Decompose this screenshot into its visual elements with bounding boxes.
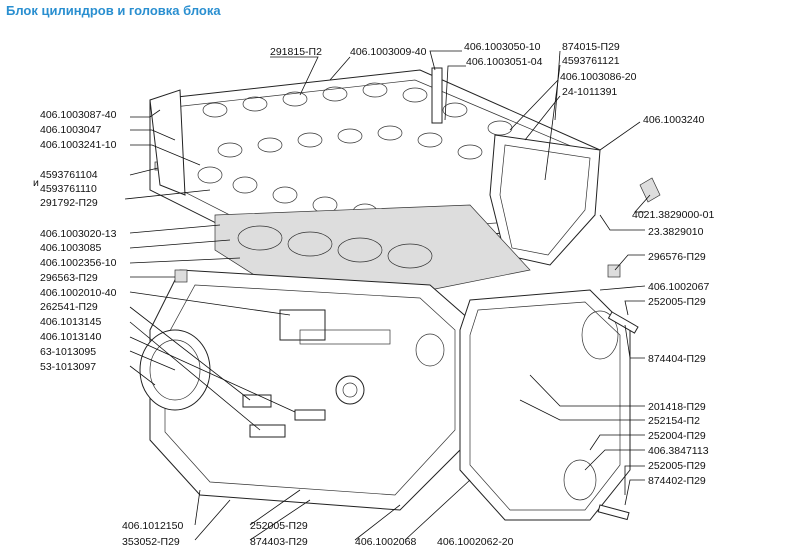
part-label: 291815-П2 <box>270 46 322 58</box>
part-label: 406.1002010-40 <box>40 287 117 299</box>
part-label: 4021.3829000-01 <box>632 209 714 221</box>
part-label: 406.3847113 <box>648 445 709 457</box>
part-label: 296576-П29 <box>648 251 706 263</box>
part-label: 406.1003009-40 <box>350 46 427 58</box>
part-label: 24-1011391 <box>562 86 617 98</box>
part-label: 4593761104 <box>40 169 98 181</box>
part-label: 406.1002356-10 <box>40 257 117 269</box>
part-label: и <box>33 177 39 189</box>
engine-illustration <box>139 67 661 521</box>
part-labels: 291815-П2 406.1003009-40 406.1003050-10 … <box>33 41 714 548</box>
part-label: 296563-П29 <box>40 272 98 284</box>
part-label: 874402-П29 <box>648 475 706 487</box>
part-label: 406.1002068 <box>355 536 416 548</box>
part-label: 53-1013097 <box>40 361 96 373</box>
part-label: 406.1003087-40 <box>40 109 117 121</box>
part-label: 406.1003020-13 <box>40 228 117 240</box>
part-label: 406.1013140 <box>40 331 101 343</box>
part-label: 252005-П29 <box>250 520 308 532</box>
part-label: 406.1013145 <box>40 316 101 328</box>
part-label: 406.1003086-20 <box>560 71 637 83</box>
part-label: 63-1013095 <box>40 346 96 358</box>
part-label: 262541-П29 <box>40 301 98 313</box>
part-label: 4593761110 <box>40 183 97 195</box>
part-label: 406.1003047 <box>40 124 101 136</box>
part-label: 406.1003085 <box>40 242 101 254</box>
part-label: 252004-П29 <box>648 430 706 442</box>
leader-lines <box>124 50 651 541</box>
part-label: 406.1012150 <box>122 520 183 532</box>
part-label: 874404-П29 <box>648 353 706 365</box>
part-label: 874015-П29 <box>562 41 620 53</box>
part-label: 252154-П2 <box>648 415 700 427</box>
diagram-title: Блок цилиндров и головка блока <box>6 3 221 18</box>
part-label: 353052-П29 <box>122 536 180 548</box>
part-label: 406.1003240 <box>643 114 704 126</box>
part-label: 406.1002062-20 <box>437 536 514 548</box>
part-label: 406.1003241-10 <box>40 139 117 151</box>
part-label: 252005-П29 <box>648 460 706 472</box>
part-label: 406.1003050-10 <box>464 41 541 53</box>
part-label: 874403-П29 <box>250 536 308 548</box>
part-label: 23.3829010 <box>648 226 704 238</box>
part-label: 4593761121 <box>562 55 620 67</box>
part-label: 406.1002067 <box>648 281 709 293</box>
part-label: 201418-П29 <box>648 401 706 413</box>
part-label: 291792-П29 <box>40 197 98 209</box>
part-label: 252005-П29 <box>648 296 706 308</box>
part-label: 406.1003051-04 <box>466 56 543 68</box>
